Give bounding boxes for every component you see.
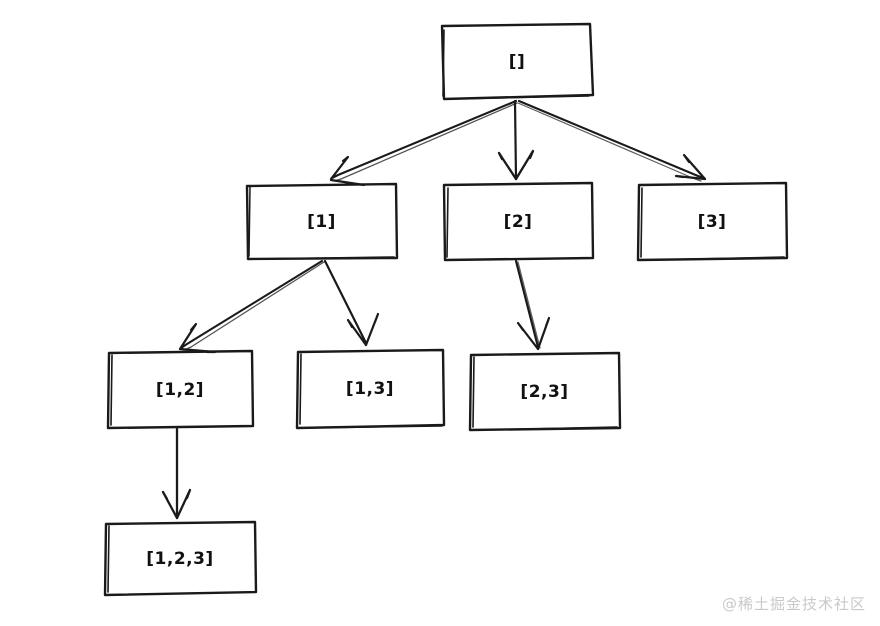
node-label-12: [1,2] (155, 379, 205, 400)
node-box-3[interactable] (636, 181, 789, 262)
node-label-1: [1] (307, 211, 336, 232)
node-label-2: [2] (503, 211, 533, 232)
node-box-12[interactable] (106, 349, 255, 430)
watermark-text: @稀土掘金技术社区 (721, 595, 866, 613)
edge-root-to-1 (329, 99, 518, 187)
edge-layer (161, 99, 707, 520)
edge-12-to-123 (161, 427, 192, 520)
node-label-23: [2,3] (520, 381, 569, 402)
node-label-123: [1,2,3] (146, 548, 214, 569)
node-box-123[interactable] (103, 520, 258, 597)
node-label-3: [3] (697, 211, 727, 232)
edge-1-to-12 (178, 259, 325, 354)
node-box-23[interactable] (468, 351, 622, 432)
node-label-13: [1,3] (345, 379, 395, 399)
node-box-layer (103, 22, 789, 597)
node-box-2[interactable] (442, 181, 595, 262)
node-box-1[interactable] (245, 182, 399, 261)
edge-2-to-23 (514, 259, 551, 351)
edge-root-to-3 (517, 99, 707, 182)
node-label-root: [] (508, 51, 526, 72)
node-box-13[interactable] (295, 348, 446, 430)
node-box-root[interactable] (440, 22, 595, 101)
edge-1-to-13 (323, 259, 380, 347)
edge-root-to-2 (497, 99, 535, 181)
